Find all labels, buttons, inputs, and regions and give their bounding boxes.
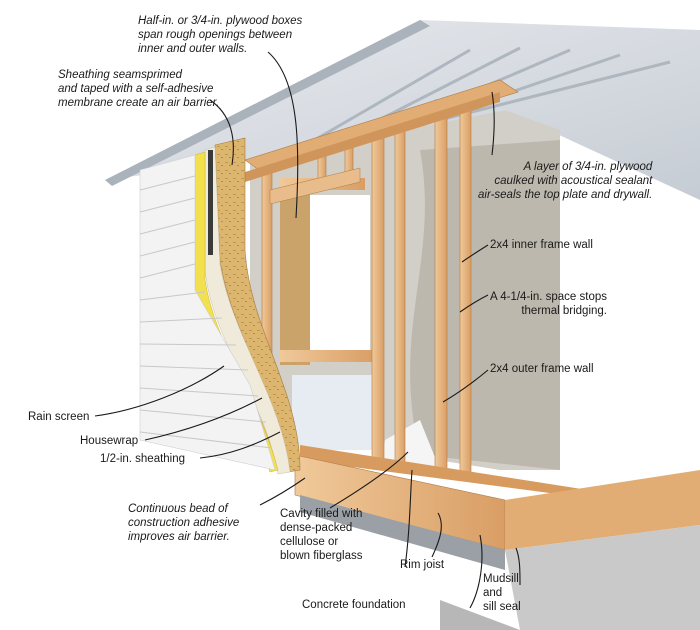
sheathing-seams-line-2: and taped with a self-adhesive [58,83,214,95]
housewrap-line-1: Housewrap [80,435,139,447]
inner-frame-label: 2x4 inner frame wall [490,238,593,252]
adhesive-bead-line-1: Continuous bead of [128,503,228,515]
top-plate-plywood-label: A layer of 3/4-in. plywood caulked with … [478,160,652,202]
clapboard-siding [139,154,276,471]
plywood-boxes-label: Half-in. or 3/4-in. plywood boxes span r… [138,14,302,56]
mudsill-line-1: Mudsill [483,573,519,585]
cavity-fill-line-2: dense-packed [280,522,353,534]
adhesive-bead-line-2: construction adhesive [128,517,240,529]
rim-and-foundation [294,445,700,630]
mudsill-label: Mudsill and sill seal [483,572,521,614]
housewrap-label: Housewrap [80,434,138,448]
sheathing-line-1: 1/2-in. sheathing [100,453,186,465]
inner-frame-line-1: 2x4 inner frame wall [490,239,593,251]
top-plate-line-2: caulked with acoustical sealant [494,175,653,187]
sheathing-label: 1/2-in. sheathing [100,452,185,466]
rim-joist-line-1: Rim joist [400,559,445,571]
rain-screen-label: Rain screen [28,410,89,424]
mudsill-line-3: sill seal [483,601,521,613]
plywood-boxes-line-1: Half-in. or 3/4-in. plywood boxes [138,15,303,27]
sheathing-layers [194,137,301,475]
space-gap-line-2: thermal bridging. [521,305,607,317]
rim-joist-label: Rim joist [400,558,444,572]
plywood-boxes-line-2: span rough openings between [138,29,293,41]
mudsill-line-2: and [483,587,503,599]
rain-screen-line-1: Rain screen [28,411,90,423]
cavity-fill-line-4: blown fiberglass [280,550,363,562]
stud-framing [261,94,472,481]
top-plates [244,79,519,205]
plywood-boxes-line-3: inner and outer walls. [138,43,248,55]
sheathing-seams-line-1: Sheathing seamsprimed [58,69,183,81]
sheathing-seams-label: Sheathing seamsprimed and taped with a s… [58,68,219,110]
foundation-label: Concrete foundation [302,598,406,612]
cavity-fill-line-1: Cavity filled with [280,508,363,520]
leader-lines [94,51,521,609]
top-plate-line-3: air-seals the top plate and drywall. [478,189,653,201]
outer-frame-line-1: 2x4 outer frame wall [490,363,594,375]
cavity-fill-line-3: cellulose or [280,536,339,548]
space-gap-label: A 4-1/4-in. space stops thermal bridging… [490,290,607,318]
outer-frame-label: 2x4 outer frame wall [490,362,594,376]
space-gap-line-1: A 4-1/4-in. space stops [490,291,607,303]
sheathing-seams-line-3: membrane create an air barrier. [58,97,220,109]
cavity-fill-label: Cavity filled with dense-packed cellulos… [280,507,362,563]
window-opening [280,178,375,365]
adhesive-bead-label: Continuous bead of construction adhesive… [128,502,239,544]
foundation-line-1: Concrete foundation [302,599,406,611]
adhesive-bead-line-3: improves air barrier. [128,531,230,543]
top-plate-line-1: A layer of 3/4-in. plywood [523,161,653,173]
